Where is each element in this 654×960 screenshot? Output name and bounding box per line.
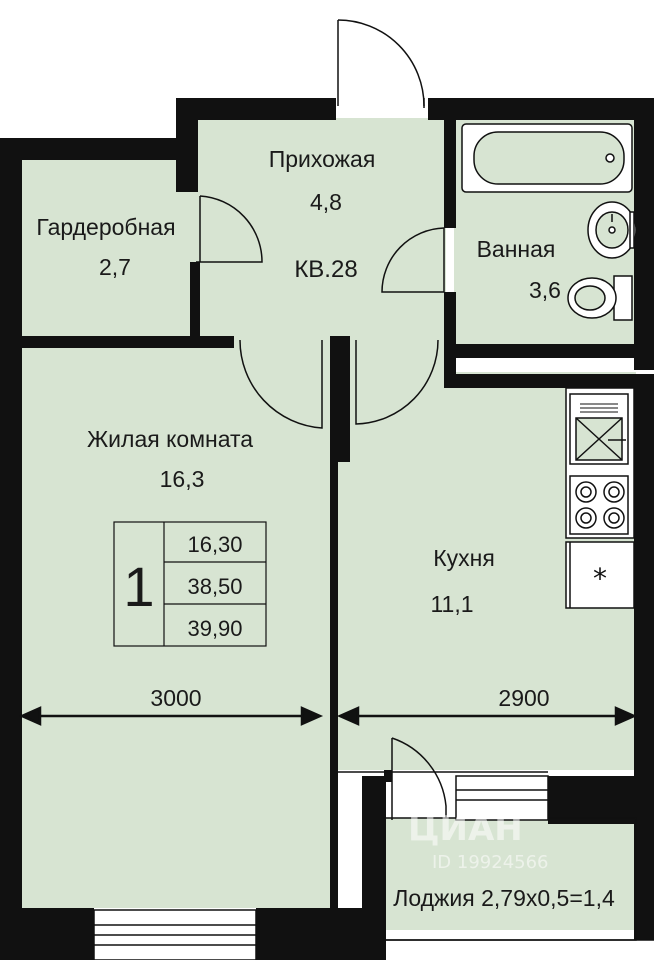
- living-dimension-label: 3000: [150, 685, 201, 711]
- refrigerator-icon: *: [565, 541, 635, 609]
- wall-right: [634, 98, 654, 370]
- kitchen-fixtures: *: [565, 387, 635, 609]
- kitchen-window: [455, 775, 549, 821]
- wall-wardrobe-hall: [190, 262, 200, 342]
- wall-loggia-right: [634, 824, 654, 940]
- entrance-door-swing: [337, 19, 425, 107]
- loggia-floor: [384, 818, 634, 930]
- dimension-lines: [18, 706, 638, 726]
- wall-left: [0, 138, 22, 960]
- wall-bottom-left: [0, 908, 94, 960]
- living-door-swing: [239, 339, 323, 429]
- doors: [196, 19, 447, 820]
- apartment-number: КВ.28: [294, 256, 357, 283]
- bathroom-fixtures: [461, 123, 637, 321]
- wall-living-top: [20, 336, 234, 348]
- hallway-name: Прихожая: [269, 146, 376, 172]
- bathroom-area: 3,6: [529, 277, 561, 303]
- wall-hall-top-left: [176, 98, 336, 120]
- kitchen-sink-icon: [569, 393, 629, 465]
- wall-hall-left-post: [176, 98, 198, 192]
- kitchen-name: Кухня: [433, 545, 495, 571]
- wardrobe-area: 2,7: [99, 254, 131, 280]
- hall-middle-floor: [330, 340, 454, 376]
- hallway-area: 4,8: [310, 189, 342, 215]
- watermark: ЦИАН ID 19924566: [408, 809, 549, 873]
- svg-text:*: *: [593, 562, 607, 595]
- watermark-brand: ЦИАН: [408, 809, 523, 849]
- wall-wardrobe-top: [0, 138, 198, 160]
- windows: [93, 775, 549, 960]
- wall-living-kitchen: [330, 336, 350, 462]
- hallway-floor: [196, 118, 446, 340]
- kitchen-dimension-label: 2900: [498, 685, 549, 711]
- wall-hall-bath-lower: [444, 292, 456, 382]
- floor-fill: [20, 118, 636, 930]
- toilet-icon: [567, 275, 633, 321]
- summary-total-with-loggia: 39,90: [187, 616, 242, 641]
- loggia-label: Лоджия 2,79х0,5=1,4: [393, 885, 615, 911]
- wall-hall-bath-upper: [444, 118, 456, 228]
- wall-kitchen-right: [634, 386, 654, 826]
- summary-living-area: 16,30: [187, 532, 242, 557]
- wall-bottom-mid: [256, 908, 362, 960]
- labels: Прихожая 4,8 КВ.28 Гардеробная 2,7 Ванна…: [36, 146, 615, 911]
- living-name: Жилая комната: [87, 426, 253, 452]
- bathroom-name: Ванная: [477, 236, 556, 262]
- kitchen-door-swing: [355, 339, 439, 425]
- wall-living-kitchen-line: [330, 460, 338, 930]
- wardrobe-floor: [20, 160, 198, 340]
- rooms-count: 1: [123, 555, 154, 618]
- sink-icon: [587, 201, 637, 259]
- wall-kitchen-bottom-a: [384, 770, 392, 782]
- bathroom-door-swing: [381, 227, 445, 293]
- living-floor: [20, 340, 332, 908]
- wardrobe-door-swing: [196, 195, 263, 263]
- wall-kitchen-top: [444, 374, 654, 388]
- loggia-door-swing: [391, 737, 447, 818]
- wall-loggia-left: [362, 776, 386, 960]
- walls: [0, 98, 654, 960]
- wall-hall-top-right: [428, 98, 654, 120]
- wall-bath-bottom: [444, 344, 654, 358]
- summary-total-area: 38,50: [187, 574, 242, 599]
- wardrobe-name: Гардеробная: [36, 214, 175, 240]
- living-area: 16,3: [160, 466, 205, 492]
- stove-icon: [569, 475, 629, 535]
- kitchen-area: 11,1: [430, 591, 473, 617]
- summary-table: [113, 521, 267, 647]
- watermark-id: ID 19924566: [432, 852, 549, 873]
